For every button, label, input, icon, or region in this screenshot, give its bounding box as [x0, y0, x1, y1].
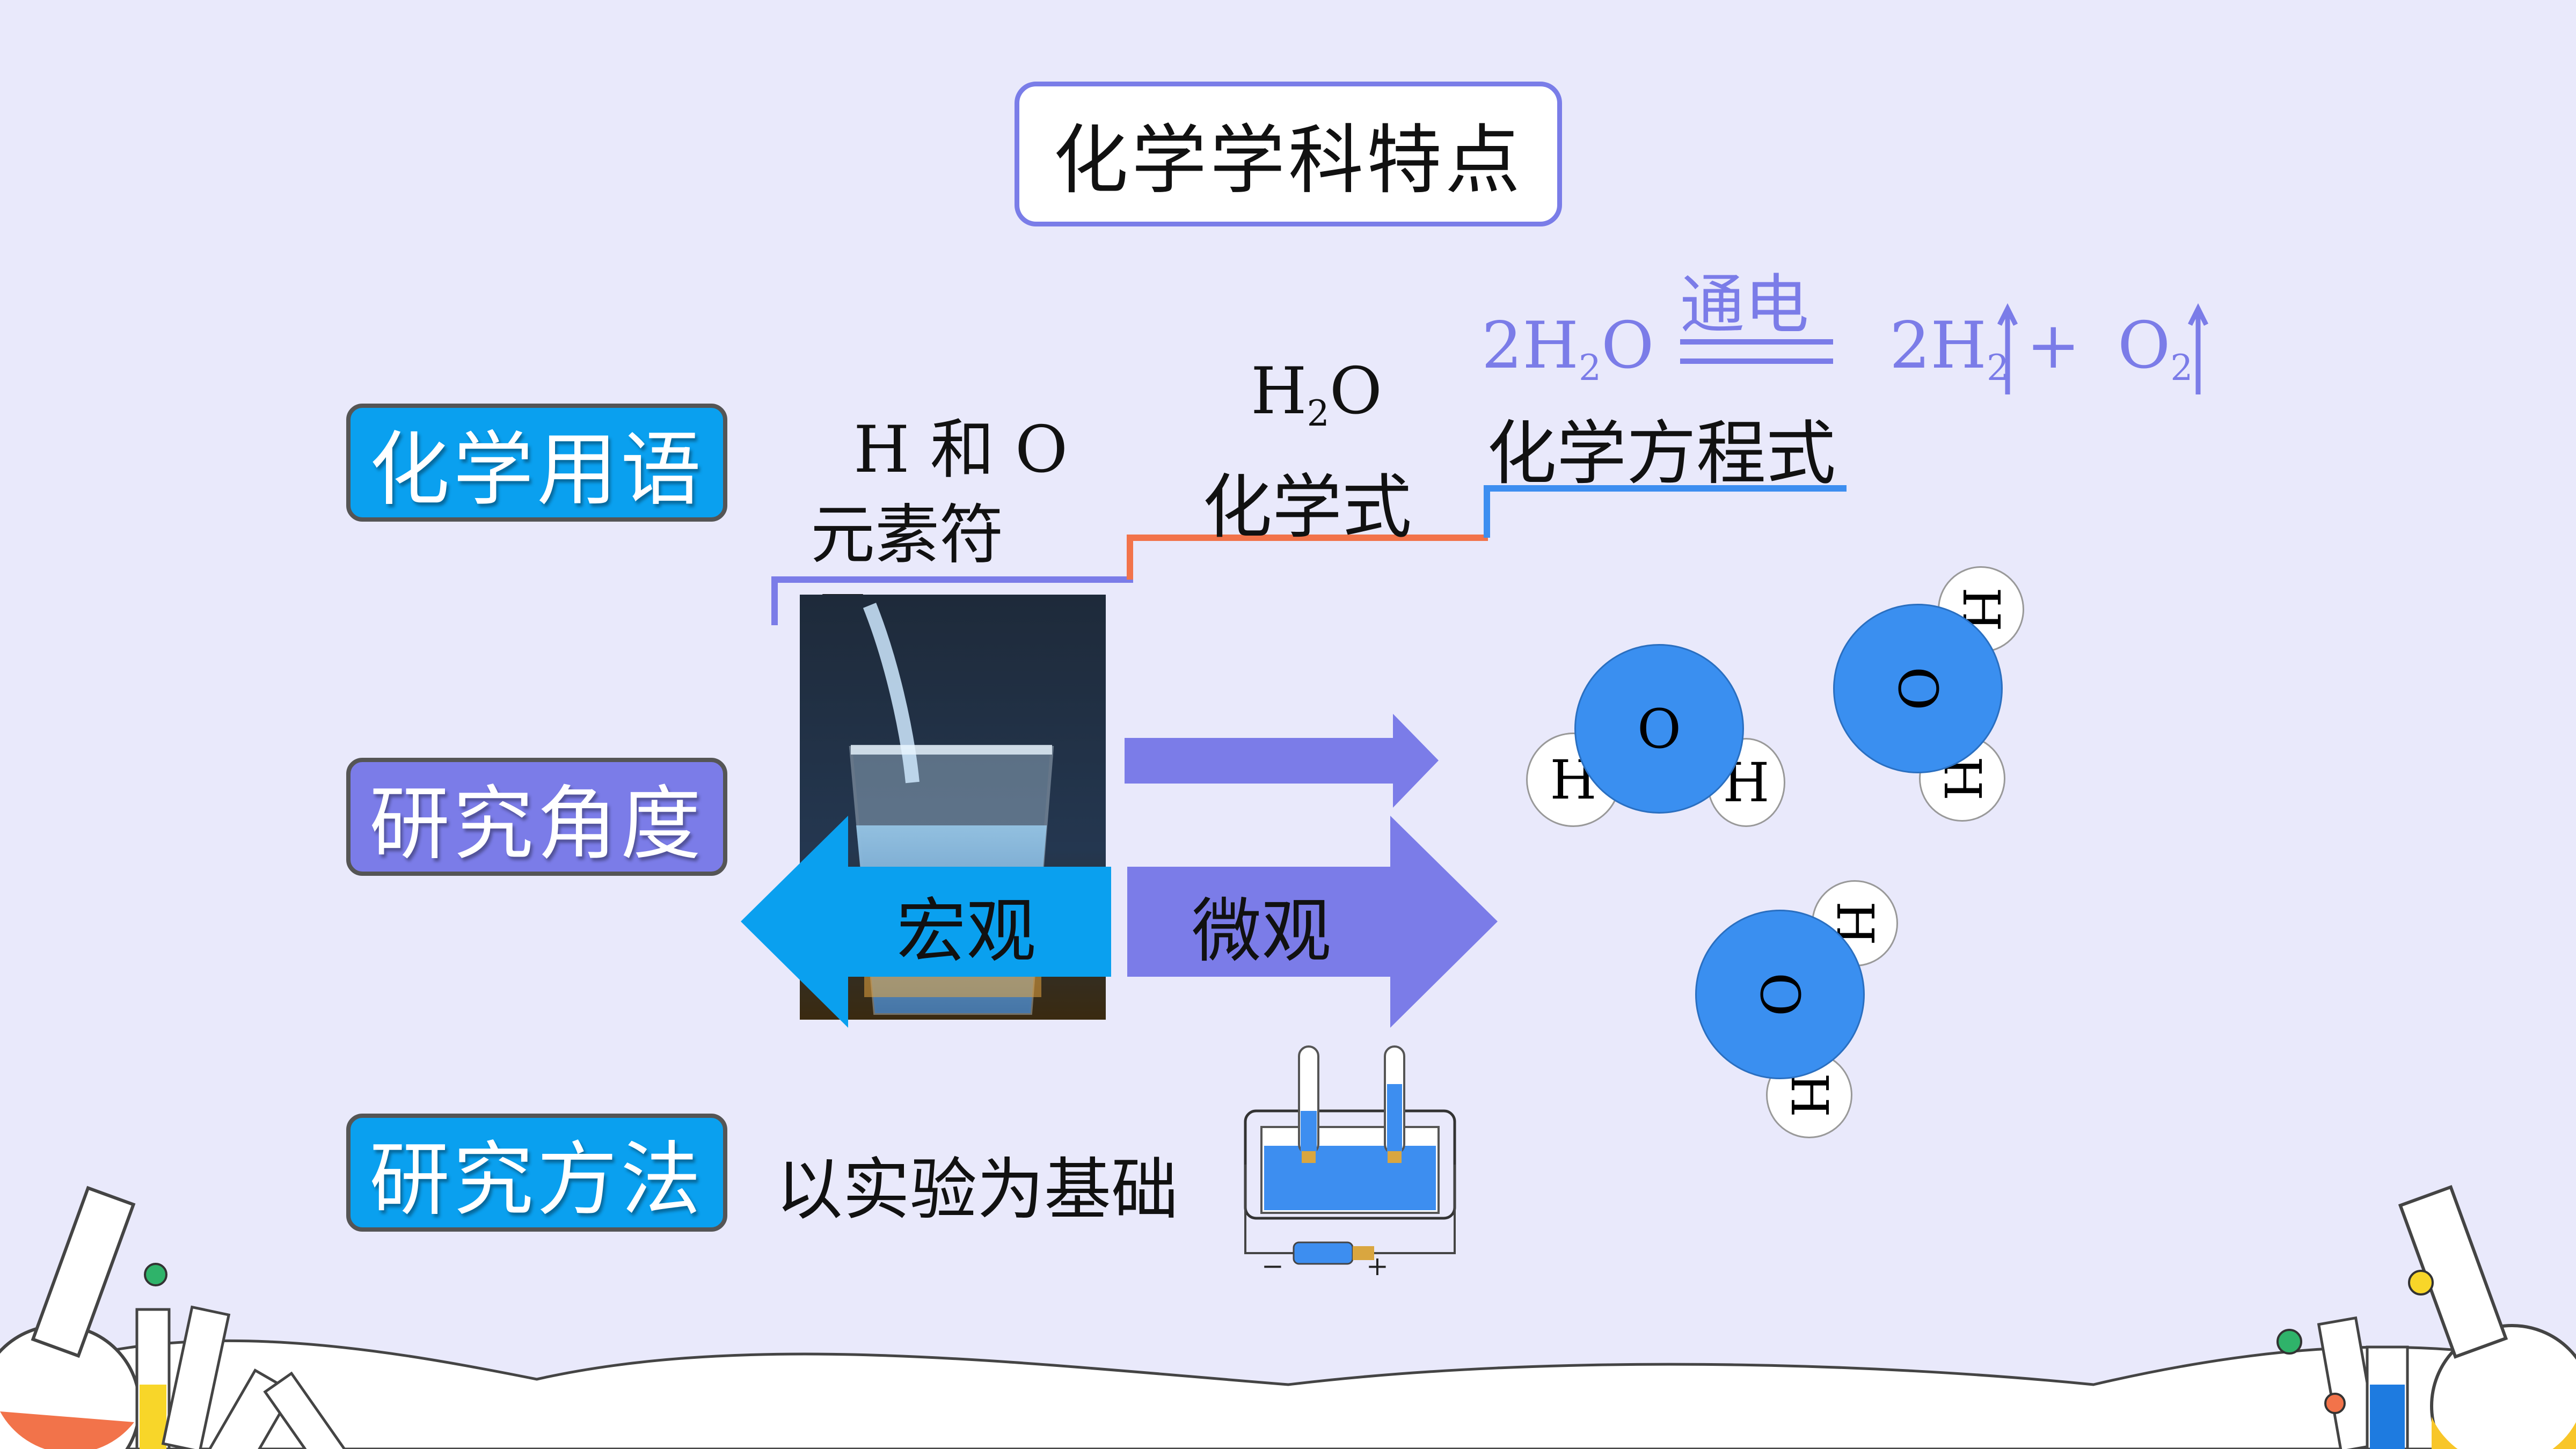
- chem-terms-button[interactable]: 化学用语: [346, 404, 727, 522]
- micro-arrow: [1127, 816, 1498, 1028]
- chemical-formula-formula: H2O: [1251, 354, 1383, 435]
- step-line-3: [1484, 485, 1847, 538]
- gas-arrow-icon: [1997, 303, 2018, 394]
- equation-condition: 通电: [1680, 268, 1809, 342]
- method-text: 以实验为基础: [776, 1151, 1178, 1229]
- gas-arrow-icon: [2187, 303, 2209, 394]
- equation-plus: +: [2026, 309, 2081, 383]
- equation-line-top: [1680, 339, 1833, 345]
- chemical-equation-label: 化学方程式: [1487, 413, 1836, 494]
- right-arrow-small: [1125, 714, 1439, 808]
- micro-label: 微观: [1192, 890, 1332, 972]
- chemical-formula-label: 化学式: [1202, 466, 1412, 548]
- electrolysis-apparatus-icon: [1244, 1045, 1456, 1265]
- page-title: 化学学科特点: [1015, 82, 1562, 226]
- macro-label: 宏观: [896, 890, 1037, 972]
- battery-negative-label: −: [1261, 1250, 1284, 1282]
- macro-arrow: [741, 816, 1111, 1028]
- step-line-2: [1127, 535, 1488, 580]
- equation-product-h2: 2H2: [1889, 309, 2009, 389]
- equation-product-o2: O2: [2118, 309, 2193, 389]
- research-angle-button[interactable]: 研究角度: [346, 758, 727, 876]
- battery-positive-label: +: [1366, 1250, 1389, 1282]
- equation-line-bottom: [1680, 358, 1833, 364]
- research-method-button[interactable]: 研究方法: [346, 1114, 727, 1232]
- element-symbols-formula: H 和 O: [853, 413, 1068, 487]
- lab-glassware-decoration: [0, 1185, 2576, 1449]
- equation-reactant: 2H2O: [1482, 309, 1654, 389]
